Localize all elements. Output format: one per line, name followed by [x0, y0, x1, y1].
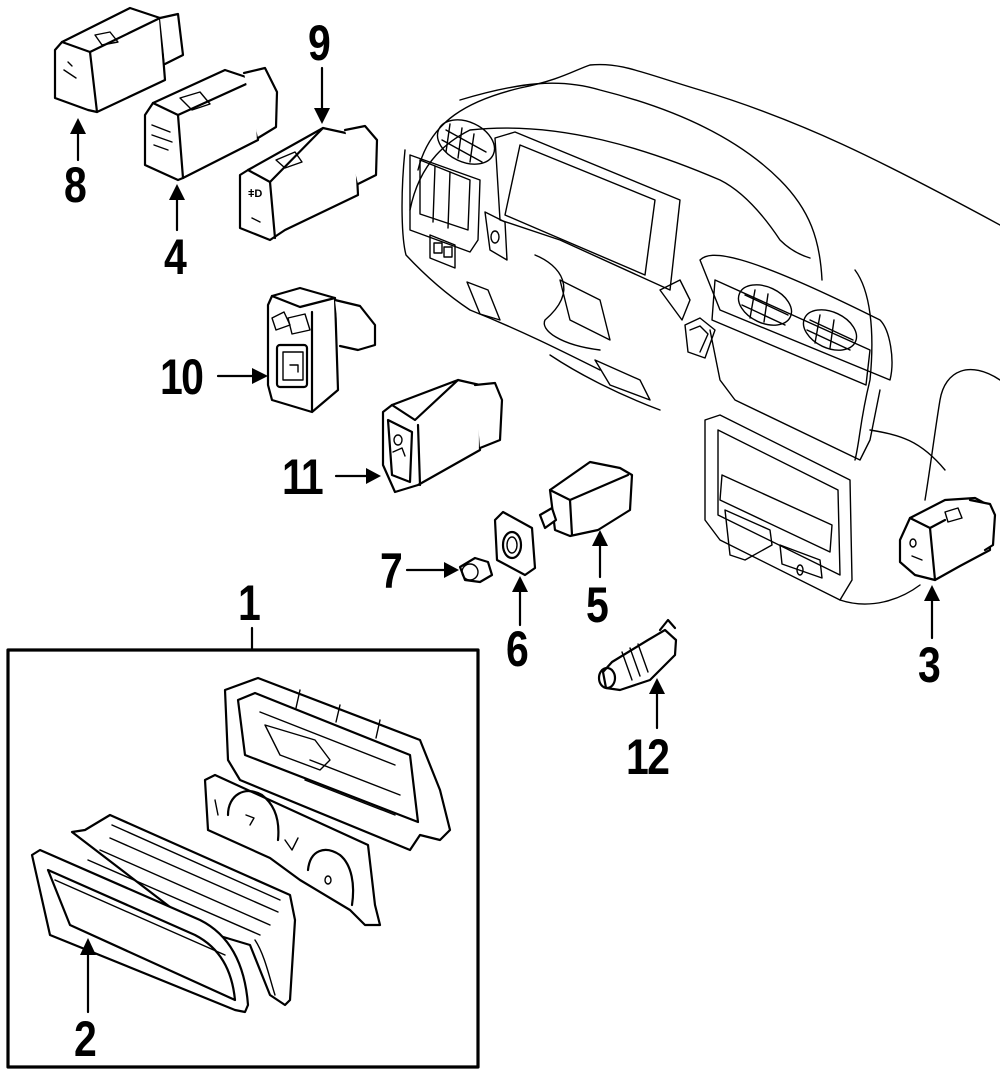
dashboard-outline	[401, 63, 1000, 605]
part-2-bezel[interactable]	[30, 848, 250, 1014]
part-5-switch-unit[interactable]	[538, 460, 634, 538]
part-6-bracket[interactable]	[493, 510, 537, 577]
fog-lamp-icon: ǂD	[248, 188, 262, 200]
callout-4: 4	[164, 229, 187, 285]
callout-3: 3	[918, 637, 941, 693]
callout-2: 2	[74, 1011, 97, 1067]
part-1-window-panel[interactable]	[70, 813, 297, 1007]
part-9-fog-lamp-switch[interactable]: ǂD	[238, 124, 379, 242]
part-1-kit-box	[6, 648, 480, 1069]
part-7-bulb[interactable]	[458, 556, 494, 584]
part-8-switch[interactable]	[53, 6, 185, 114]
callout-11: 11	[282, 449, 324, 505]
part-12-sensor-switch[interactable]	[597, 618, 678, 692]
callout-1: 1	[238, 575, 261, 631]
callout-9: 9	[308, 15, 331, 71]
part-4-switch[interactable]	[143, 66, 279, 182]
part-1-control-panel[interactable]	[223, 676, 452, 852]
callout-10: 10	[160, 349, 204, 405]
callout-7: 7	[380, 543, 403, 599]
part-1-face-plate[interactable]	[203, 773, 382, 927]
callout-8: 8	[64, 157, 87, 213]
callout-5: 5	[586, 577, 609, 633]
part-3-switch[interactable]	[898, 496, 997, 582]
part-10-mirror-switch[interactable]	[266, 286, 377, 414]
leader-arrows	[70, 66, 940, 1014]
callout-12: 12	[626, 729, 670, 785]
callout-6: 6	[506, 621, 529, 677]
part-11-switch[interactable]	[381, 378, 504, 494]
